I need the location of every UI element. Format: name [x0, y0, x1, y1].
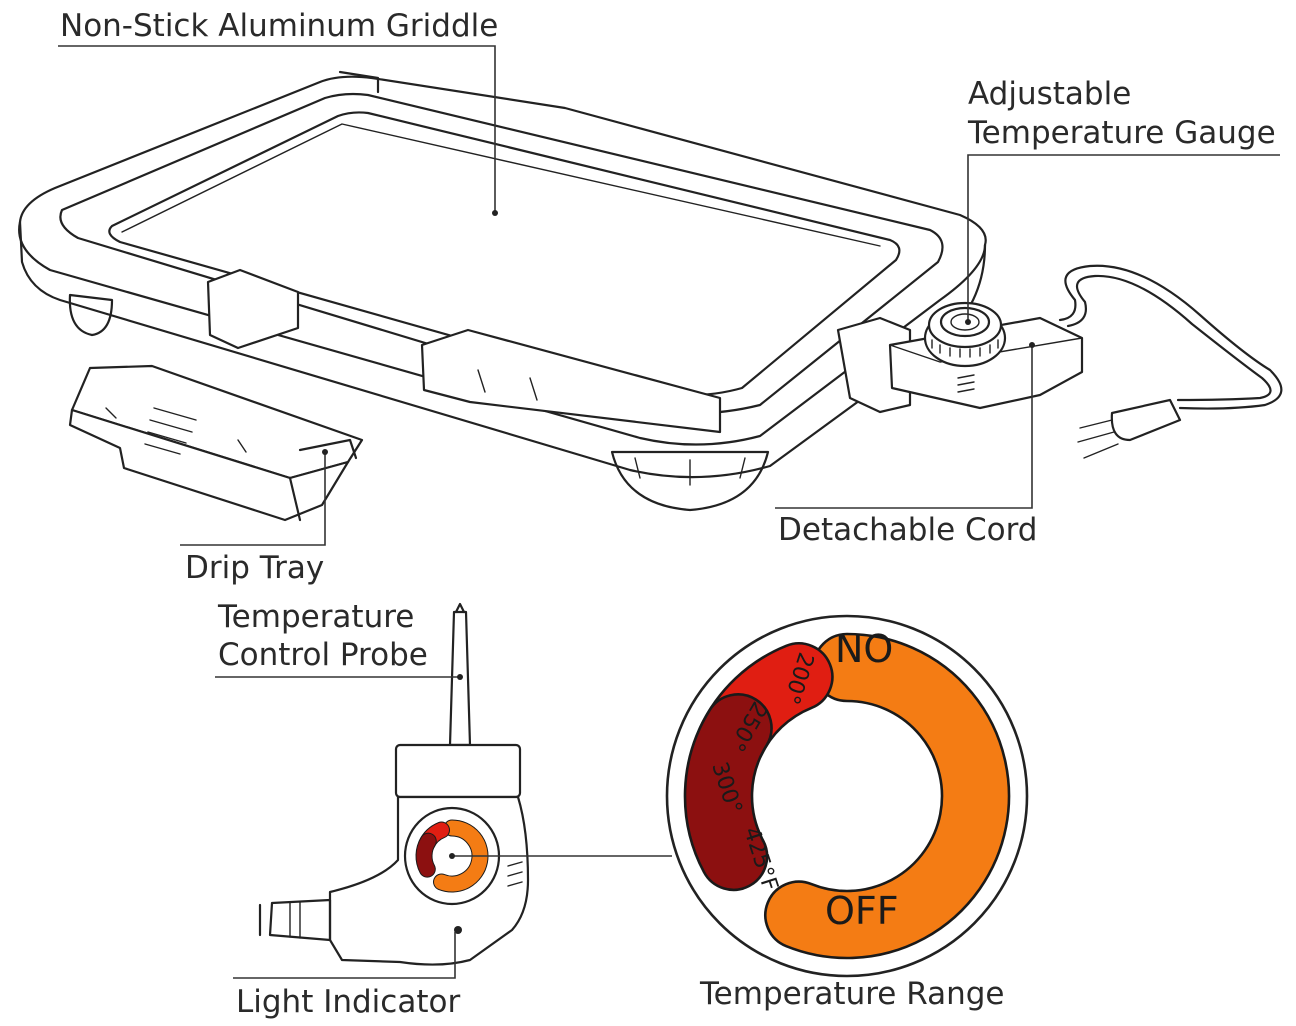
drip-tray-illustration [68, 364, 364, 522]
leader-gauge [967, 154, 1280, 322]
temperature-range-dial: NO OFF 200° 250° 300° 425°F [665, 614, 1029, 978]
label-gauge-line1: Adjustable [968, 76, 1131, 112]
label-griddle: Non-Stick Aluminum Griddle [60, 8, 498, 44]
temperature-probe-illustration [258, 602, 530, 966]
light-indicator-dot [454, 926, 462, 934]
label-probe-line2: Control Probe [218, 637, 428, 673]
label-cord: Detachable Cord [778, 512, 1038, 548]
detachable-cord-illustration [1058, 264, 1283, 459]
dial-segment-300-425 [683, 693, 773, 892]
label-gauge-line2: Temperature Gauge [967, 115, 1276, 151]
label-range: Temperature Range [699, 976, 1004, 1012]
dial-segment-300-425 [415, 832, 437, 878]
dial-off-label: OFF [825, 889, 899, 933]
dial-segment-on-off [764, 632, 1011, 960]
leader-light [233, 932, 456, 979]
leader-lines [58, 45, 1280, 979]
labels: Non-Stick Aluminum Griddle Adjustable Te… [60, 8, 1276, 1020]
label-light: Light Indicator [236, 984, 460, 1020]
leader-drip-tray [180, 452, 326, 546]
cooking-surface [108, 111, 901, 397]
mini-dial [415, 819, 489, 893]
griddle-handle-left [206, 268, 300, 350]
griddle-illustration [18, 70, 1084, 512]
leader-cord [775, 345, 1033, 509]
label-probe-line1: Temperature [217, 599, 414, 635]
griddle-leg-left [68, 293, 114, 337]
plug [1110, 398, 1182, 442]
griddle-handle-front [420, 328, 722, 434]
leader-griddle [58, 45, 496, 213]
dial-on-label: NO [835, 627, 893, 671]
label-drip-tray: Drip Tray [185, 550, 324, 586]
probe-body-top [394, 743, 522, 799]
